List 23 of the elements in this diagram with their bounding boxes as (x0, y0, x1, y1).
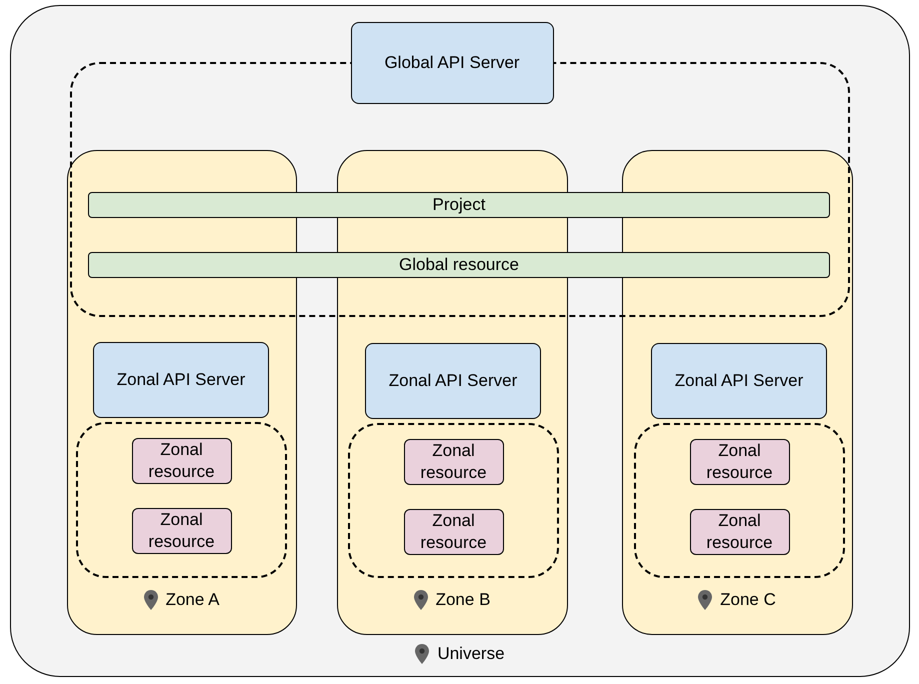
resource-box: Zonal resource (690, 508, 790, 554)
zone-panel (66, 150, 296, 634)
zone-panel (336, 150, 568, 634)
resource-bar: Global resource (88, 252, 830, 278)
dashed-boundary (348, 423, 559, 578)
resource-bar: Project (88, 192, 830, 218)
resource-box: Zonal resource (132, 438, 232, 484)
server-box: Global API Server (350, 22, 554, 104)
dashed-boundary (76, 422, 287, 578)
dashed-boundary (634, 423, 845, 578)
resource-box: Zonal resource (404, 508, 504, 554)
server-box: Zonal API Server (93, 342, 269, 418)
server-box: Zonal API Server (365, 343, 541, 419)
region-panel (10, 5, 910, 677)
resource-box: Zonal resource (690, 438, 790, 484)
zone-label: Zone B (436, 590, 490, 610)
resource-box: Zonal resource (404, 438, 504, 484)
server-box: Zonal API Server (651, 343, 827, 419)
region-label: Universe (437, 644, 505, 664)
zone-label: Zone A (166, 590, 220, 610)
resource-box: Zonal resource (132, 508, 232, 554)
zone-label: Zone C (720, 590, 776, 610)
zone-panel (622, 150, 852, 634)
